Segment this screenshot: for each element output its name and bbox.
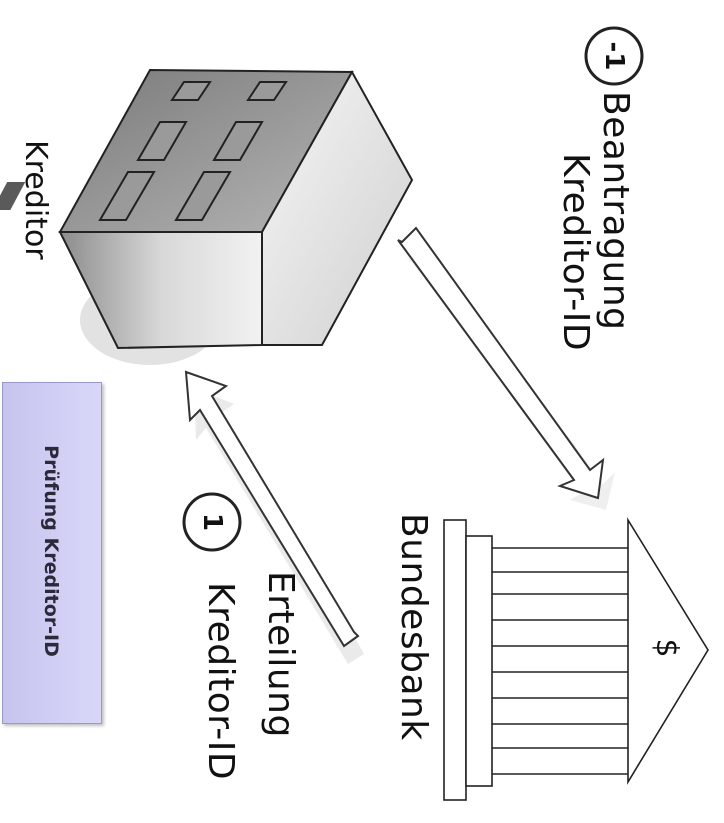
- kreditor-label: Kreditor: [18, 140, 53, 260]
- arrow-request-icon: [397, 226, 615, 510]
- bundesbank-bank-icon: [443, 517, 709, 801]
- arrow-grant-icon: [184, 370, 364, 664]
- pruefung-box: [2, 382, 102, 724]
- bank-dollar-symbol: $: [649, 638, 684, 658]
- pruefung-box-text: Prüfung Kreditor-ID: [40, 445, 62, 657]
- step-grant-line2: Kreditor-ID: [200, 582, 241, 781]
- step-circle-grant: [182, 492, 242, 552]
- kreditor-building-icon: [0, 68, 414, 365]
- step-request-line2: Kreditor-ID: [555, 152, 596, 352]
- step-circle-request: [584, 26, 644, 86]
- bundesbank-label: Bundesbank: [393, 513, 434, 741]
- step-number-grant: 1: [197, 512, 227, 532]
- step-request-line1: Beantragung: [595, 91, 636, 331]
- step-number-request: -1: [599, 41, 629, 71]
- step-grant-line1: Erteilung: [260, 571, 301, 738]
